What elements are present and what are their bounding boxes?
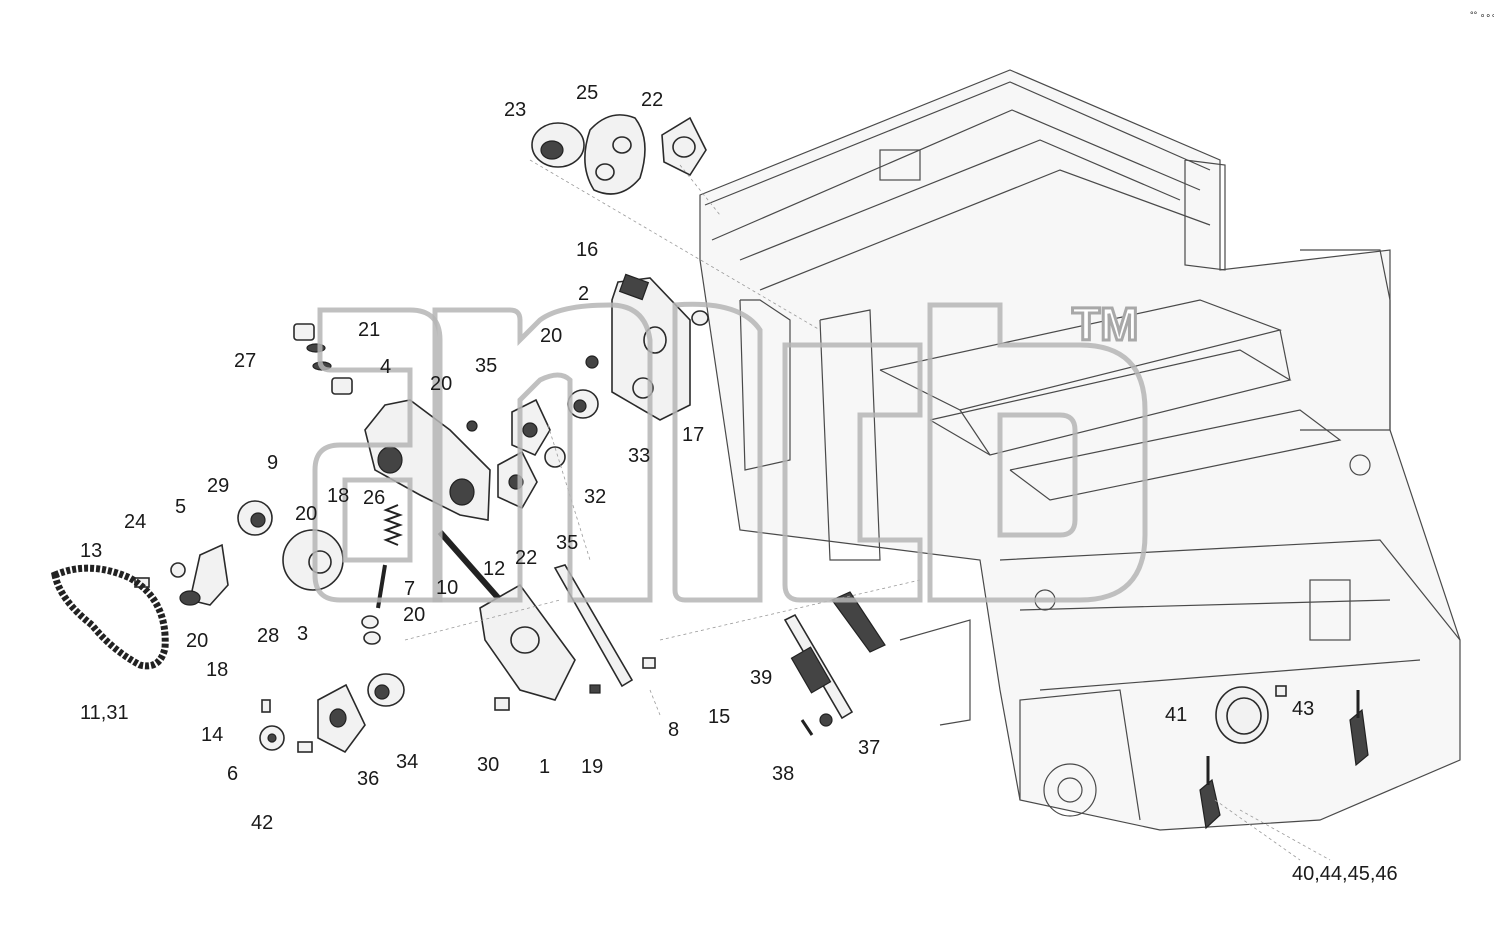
part-40-latch-a (1199, 756, 1221, 830)
callout-label: 5 (175, 496, 186, 518)
part-9-sprocket (237, 500, 273, 536)
part-25-plate (584, 114, 646, 195)
part-40-latch-b (1349, 690, 1369, 767)
callout-label: 13 (80, 540, 102, 562)
part-11-31-chain (51, 564, 169, 670)
callout-label: 20 (430, 373, 452, 395)
callout-label: 9 (267, 452, 278, 474)
callout-label: 36 (357, 768, 379, 790)
part-2-plate (585, 273, 709, 421)
callout-label: 23 (504, 99, 526, 121)
callout-label: 17 (682, 424, 704, 446)
callout-label: 20 (186, 630, 208, 652)
callout-label: 6 (227, 763, 238, 785)
part-seal (544, 446, 566, 468)
callout-label: 25 (576, 82, 598, 104)
part-slot-bracket (831, 591, 886, 653)
callout-label: 7 (404, 578, 415, 600)
callout-label: 22 (641, 89, 663, 111)
callout-label: 37 (858, 737, 880, 759)
callout-label: 18 (327, 485, 349, 507)
part-37-washer (819, 713, 833, 727)
part-38-pin (800, 719, 814, 736)
callout-label: 20 (295, 503, 317, 525)
part-24-washer (170, 562, 186, 578)
callout-label: 12 (483, 558, 505, 580)
callout-label: 30 (477, 754, 499, 776)
callout-label: 19 (581, 756, 603, 778)
callout-label: 33 (628, 445, 650, 467)
callout-label: 40,44,45,46 (1292, 863, 1398, 885)
trademark-mark: TM (1072, 298, 1138, 350)
part-8-bar (553, 564, 634, 688)
machine-frame (699, 69, 1461, 831)
callout-label: 15 (708, 706, 730, 728)
part-19-nut (589, 684, 601, 694)
callout-label: 43 (1292, 698, 1314, 720)
callout-label: 28 (257, 625, 279, 647)
corner-mark: °° ∘∘∘ (1470, 10, 1494, 20)
callout-label: 3 (297, 623, 308, 645)
callout-label: 20 (403, 604, 425, 626)
part-14-pin (261, 699, 271, 713)
part-32-bearing (567, 389, 599, 419)
brand-watermark: TM (312, 297, 1148, 603)
callout-label: 24 (124, 511, 146, 533)
callout-label: 27 (234, 350, 256, 372)
callout-label: 32 (584, 486, 606, 508)
callout-label: 10 (436, 577, 458, 599)
callout-label: 35 (475, 355, 497, 377)
callout-label: 21 (358, 319, 380, 341)
callout-label: 42 (251, 812, 273, 834)
callout-label: 38 (772, 763, 794, 785)
part-42-bolt (297, 741, 313, 753)
part-27-21-nuts (293, 323, 353, 395)
callout-label: 26 (363, 487, 385, 509)
part-36-flange (317, 683, 366, 754)
callout-label: 41 (1165, 704, 1187, 726)
part-15-bolt (642, 657, 656, 669)
callout-label: 14 (201, 724, 223, 746)
part-30-bolt (494, 697, 510, 711)
part-23-bearing (531, 122, 585, 168)
callout-label: 34 (396, 751, 418, 773)
callout-label: 8 (668, 719, 679, 741)
callout-label: 1 (539, 756, 550, 778)
callout-label: 18 (206, 659, 228, 681)
part-4-bracket (364, 399, 491, 521)
part-6-star (259, 725, 285, 751)
callout-label: 22 (515, 547, 537, 569)
part-34-bearing (367, 673, 405, 707)
part-5-bracket (179, 543, 229, 606)
part-26-spring (361, 504, 403, 645)
callout-label: 35 (556, 532, 578, 554)
part-41-cover (1215, 686, 1269, 744)
callout-label: 16 (576, 239, 598, 261)
callout-label: 11,31 (80, 702, 129, 724)
part-22-flange (661, 116, 707, 177)
callout-label: 2 (578, 283, 589, 305)
part-43-bolt (1275, 685, 1287, 697)
callout-labels: 23 25 22 16 2 21 27 4 20 35 20 9 29 5 24… (80, 82, 1398, 885)
callout-label: 29 (207, 475, 229, 497)
leader-lines (404, 159, 1331, 861)
part-39-cylinder (783, 613, 854, 720)
callout-label: 20 (540, 325, 562, 347)
part-10-rod (437, 530, 503, 602)
callout-label: 39 (750, 667, 772, 689)
callout-label: 4 (380, 356, 391, 378)
